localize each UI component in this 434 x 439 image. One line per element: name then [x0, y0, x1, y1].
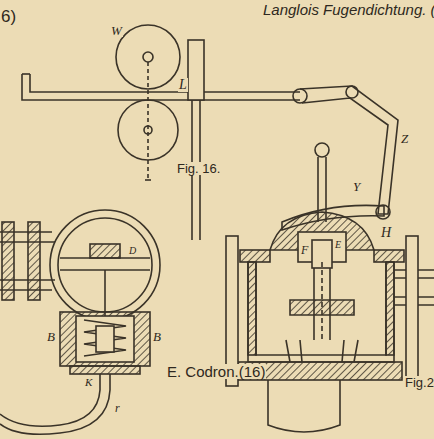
part-letter: W: [110, 24, 123, 37]
figure-caption: Fig. 16.: [176, 162, 221, 175]
part-letter: Z: [400, 132, 409, 145]
part-letter: D: [128, 246, 137, 256]
tube-r: [0, 374, 110, 434]
valve-body: [248, 262, 394, 362]
part-letter: r: [114, 402, 121, 414]
spring: [84, 320, 126, 356]
part-letter: K: [84, 377, 93, 388]
part-letter: Y: [352, 180, 361, 193]
part-letter: H: [380, 226, 392, 240]
figure-caption: E. Codron.(16): [166, 364, 266, 379]
handle: [188, 40, 204, 100]
lever: [22, 74, 300, 100]
part-letter: E: [334, 240, 342, 250]
part-letter: F: [300, 244, 309, 256]
wheel: [118, 100, 178, 160]
spring-housing: [60, 312, 150, 366]
figure-number: 6): [0, 8, 17, 25]
base-k: [70, 366, 140, 374]
lever-z: [300, 86, 398, 214]
part-letter: L: [178, 78, 188, 92]
figure-caption: Fig.2: [404, 376, 434, 389]
part-letter: B: [152, 330, 162, 343]
part-letter: B: [46, 330, 56, 343]
plate-title: Langlois Fugendichtung. (25: [262, 2, 434, 17]
bottom-pipe: [268, 380, 340, 432]
